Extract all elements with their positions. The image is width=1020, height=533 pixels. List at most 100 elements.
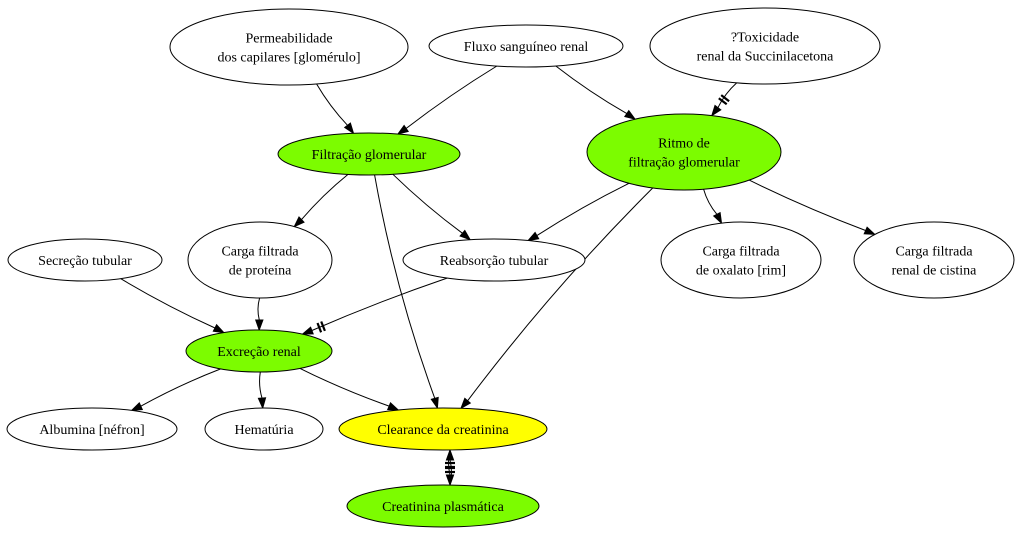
- arrowhead: [623, 109, 637, 121]
- edge-filtracao-to-carga-proteina: [293, 174, 349, 228]
- arrowhead: [526, 231, 540, 242]
- arrowhead: [212, 323, 226, 334]
- edge-excrecao-to-hematuria: [257, 371, 267, 410]
- arrowhead: [254, 319, 264, 332]
- node-label: de proteína: [229, 264, 292, 279]
- arrowhead: [386, 401, 400, 411]
- node-clearance[interactable]: Clearance da creatinina: [338, 407, 548, 451]
- edge-line: [257, 297, 261, 321]
- arrowhead: [396, 124, 410, 135]
- node-permeabilidade[interactable]: Permeabilidade dos capilares [glomérulo]: [169, 8, 409, 86]
- edge-creatinina-to-clearance: [445, 448, 455, 486]
- edge-reabsorcao-to-excrecao: [301, 277, 448, 335]
- edge-carga-proteina-to-excrecao: [254, 297, 264, 332]
- node-label: Reabsorção tubular: [440, 254, 549, 269]
- node-fluxo[interactable]: Fluxo sanguíneo renal: [428, 24, 624, 68]
- node-label: renal da Succinilacetona: [697, 50, 835, 65]
- node-label: Carga filtrada: [895, 245, 973, 260]
- node-ellipse: [187, 221, 333, 299]
- node-label: Permeabilidade: [245, 32, 332, 47]
- node-ellipse: [346, 484, 540, 528]
- edge-line: [405, 65, 498, 129]
- edge-secrecao-to-excrecao: [120, 278, 226, 334]
- node-ellipse: [338, 407, 548, 451]
- arrowhead: [460, 397, 472, 410]
- node-ellipse: [428, 24, 624, 68]
- edge-line: [259, 371, 263, 399]
- node-carga-proteina[interactable]: Carga filtrada de proteína: [187, 221, 333, 299]
- block-tick: [316, 322, 323, 333]
- edge-toxicidade-to-ritmo: [710, 82, 738, 117]
- edge-line: [120, 278, 216, 329]
- node-albumina[interactable]: Albumina [néfron]: [6, 407, 178, 451]
- node-label: Hematúria: [234, 423, 294, 438]
- node-ellipse: [853, 221, 1015, 299]
- node-ellipse: [7, 238, 163, 282]
- edge-ritmo-to-clearance: [460, 187, 654, 410]
- arrowhead: [343, 122, 355, 135]
- node-label: dos capilares [glomérulo]: [217, 51, 360, 66]
- node-ellipse: [185, 329, 333, 373]
- edge-fluxo-to-filtracao: [396, 65, 498, 135]
- node-label: renal de cistina: [892, 264, 978, 279]
- node-ellipse: [169, 8, 409, 86]
- node-filtracao[interactable]: Filtração glomerular: [277, 132, 461, 176]
- node-label: Carga filtrada: [702, 245, 780, 260]
- node-secrecao[interactable]: Secreção tubular: [7, 238, 163, 282]
- nodes-layer: Permeabilidade dos capilares [glomérulo] F…: [6, 7, 1015, 528]
- edge-line: [748, 179, 866, 231]
- edge-line: [467, 187, 654, 402]
- node-label: Carga filtrada: [221, 245, 299, 260]
- edge-line: [299, 367, 390, 407]
- node-ellipse: [660, 221, 822, 299]
- node-ellipse: [402, 238, 586, 282]
- edge-line: [140, 368, 221, 407]
- arrowhead: [712, 211, 723, 225]
- node-excrecao[interactable]: Excreção renal: [185, 329, 333, 373]
- node-ellipse: [204, 407, 324, 451]
- block-tick: [320, 321, 326, 332]
- edge-line: [392, 173, 463, 234]
- edge-excrecao-to-clearance: [299, 367, 400, 411]
- node-ellipse: [6, 407, 178, 451]
- node-label: Clearance da creatinina: [377, 423, 509, 438]
- edge-line: [536, 182, 630, 237]
- node-ellipse: [649, 7, 881, 85]
- edge-filtracao-to-clearance: [374, 174, 439, 410]
- node-label: filtração glomerular: [628, 156, 740, 171]
- edge-line: [301, 174, 349, 220]
- edge-filtracao-to-reabsorcao: [392, 173, 472, 241]
- edge-permeabilidade-to-filtracao: [316, 83, 355, 135]
- edge-line: [703, 189, 718, 215]
- edge-line: [316, 83, 348, 126]
- edge-ritmo-to-reabsorcao: [526, 182, 630, 242]
- node-ellipse: [277, 132, 461, 176]
- arrowhead: [459, 229, 472, 241]
- arrowhead: [257, 397, 267, 410]
- node-reabsorcao[interactable]: Reabsorção tubular: [402, 238, 586, 282]
- arrowhead: [445, 474, 455, 487]
- node-ritmo[interactable]: Ritmo de filtração glomerular: [586, 113, 782, 191]
- edge-fluxo-to-ritmo: [555, 65, 637, 121]
- node-label: Creatinina plasmática: [382, 500, 504, 515]
- edge-excrecao-to-albumina: [130, 368, 221, 412]
- node-label: Excreção renal: [217, 345, 301, 360]
- node-label: Ritmo de: [658, 137, 710, 152]
- node-label: Filtração glomerular: [312, 148, 427, 163]
- arrowhead: [710, 104, 722, 117]
- node-hematuria[interactable]: Hematúria: [204, 407, 324, 451]
- arrowhead: [293, 216, 305, 228]
- edge-line: [555, 65, 628, 115]
- block-tick: [718, 97, 728, 106]
- edge-ritmo-to-carga-oxalato: [703, 189, 723, 225]
- node-creatinina[interactable]: Creatinina plasmática: [346, 484, 540, 528]
- node-label: Fluxo sanguíneo renal: [464, 40, 589, 55]
- node-carga-cistina[interactable]: Carga filtrada renal de cistina: [853, 221, 1015, 299]
- arrowhead: [301, 326, 314, 335]
- node-label: Secreção tubular: [38, 254, 132, 269]
- node-label: Albumina [néfron]: [39, 423, 144, 438]
- arrowhead: [430, 396, 439, 410]
